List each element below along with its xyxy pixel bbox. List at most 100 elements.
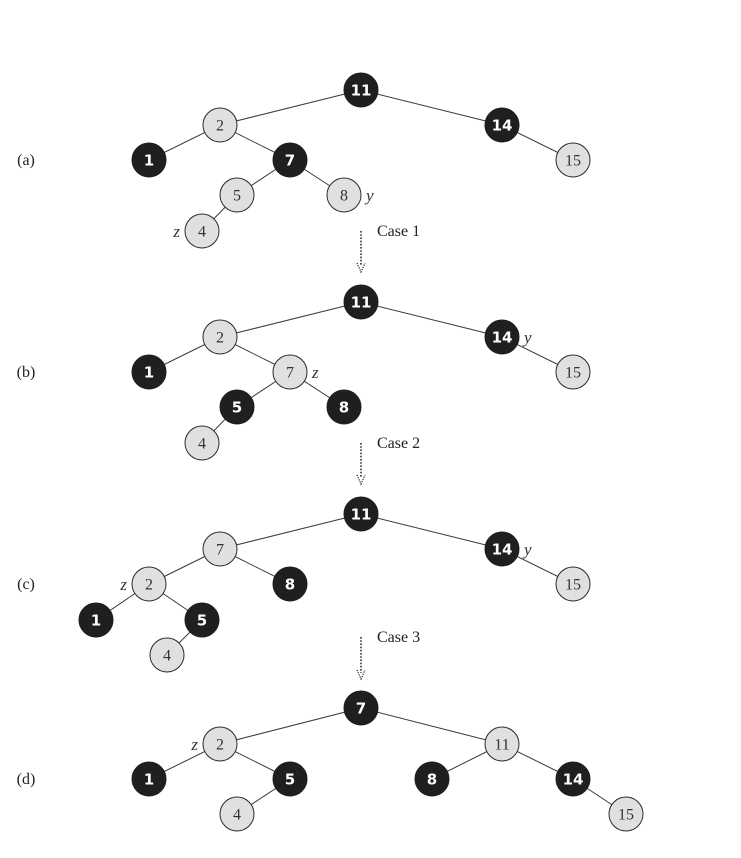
pointer-tag-y: y [522,540,532,559]
red-node-circle [219,177,255,213]
tree-node-4: 4 [184,213,220,249]
tree-edge [360,89,503,126]
node-key: 7 [286,365,294,382]
pointer-tag-z: z [190,735,198,754]
pointer-tag-z: z [119,575,127,594]
tree-node-2: 2 [131,566,167,602]
node-key: 14 [492,541,513,559]
node-key: 4 [233,807,241,824]
tree-node-8: 8 [326,389,362,425]
red-node-circle [149,637,185,673]
node-key: 1 [144,152,154,170]
red-node-circle [608,796,644,832]
black-node-circle [484,319,520,355]
tree-node-11: 11 [343,284,379,320]
tree-edge [219,89,362,126]
tree-node-2: 2 [202,726,238,762]
black-node-circle [484,107,520,143]
tree-node-2: 2 [202,319,238,355]
tree-node-5: 5 [219,389,255,425]
node-key: 1 [144,771,154,789]
node-key: 11 [351,506,372,524]
black-node-circle [131,142,167,178]
tree-node-4: 4 [184,425,220,461]
node-key: 5 [232,399,242,417]
case-label: Case 3 [377,629,420,646]
tree-node-14: 14 [484,107,520,143]
tree-node-1: 1 [78,602,114,638]
tree-node-2: 2 [202,107,238,143]
node-key: 11 [494,737,509,754]
black-node-circle [414,761,450,797]
node-key: 14 [492,117,513,135]
tree-node-5: 5 [184,602,220,638]
red-node-circle [131,566,167,602]
tree-node-14: 14 [555,761,591,797]
node-key: 5 [233,188,241,205]
node-key: 14 [492,329,513,347]
case-transition-3: Case 3 [356,629,420,681]
arrow-head-icon [356,474,366,486]
black-node-circle [343,496,379,532]
tree-node-8: 8 [414,761,450,797]
red-node-circle [202,726,238,762]
black-node-circle [78,602,114,638]
red-node-circle [326,177,362,213]
black-node-circle [343,690,379,726]
pointer-tag-y: y [522,328,532,347]
tree-node-4: 4 [219,796,255,832]
black-node-circle [272,761,308,797]
panel-label: (b) [17,364,36,381]
tree-node-8: 8 [272,566,308,602]
tree-node-15: 15 [555,566,591,602]
tree-node-1: 1 [131,761,167,797]
black-node-circle [555,761,591,797]
node-key: 4 [198,224,206,241]
red-node-circle [272,354,308,390]
tree-edge [219,301,362,338]
tree-node-11: 11 [484,726,520,762]
node-key: 2 [216,330,224,347]
tree-edge [219,707,362,745]
red-node-circle [184,425,220,461]
tree-node-8: 8 [326,177,362,213]
red-node-circle [555,354,591,390]
node-key: 15 [565,365,581,382]
pointer-tag-y: y [364,186,374,205]
panel-label: (d) [17,771,36,788]
node-key: 15 [565,153,581,170]
panel-label: (c) [17,576,35,593]
tree-edge [219,513,362,550]
black-node-circle [219,389,255,425]
red-node-circle [184,213,220,249]
tree-node-11: 11 [343,72,379,108]
pointer-tag-z: z [172,222,180,241]
tree-node-15: 15 [555,142,591,178]
case-label: Case 1 [377,223,420,240]
node-key: 15 [618,807,634,824]
tree-node-14: 14 [484,319,520,355]
case-transition-1: Case 1 [356,223,420,274]
tree-edge [360,513,503,550]
node-key: 2 [145,577,153,594]
red-node-circle [202,319,238,355]
tree-edge [360,301,503,338]
node-key: 4 [198,436,206,453]
tree-edge [360,707,503,745]
tree-node-5: 5 [219,177,255,213]
tree-node-7: 7 [272,354,308,390]
node-key: 15 [565,577,581,594]
black-node-circle [272,566,308,602]
case-label: Case 2 [377,435,420,452]
black-node-circle [184,602,220,638]
panel-label: (a) [17,152,35,169]
red-node-circle [555,142,591,178]
tree-node-11: 11 [343,496,379,532]
node-key: 8 [340,188,348,205]
red-node-circle [484,726,520,762]
